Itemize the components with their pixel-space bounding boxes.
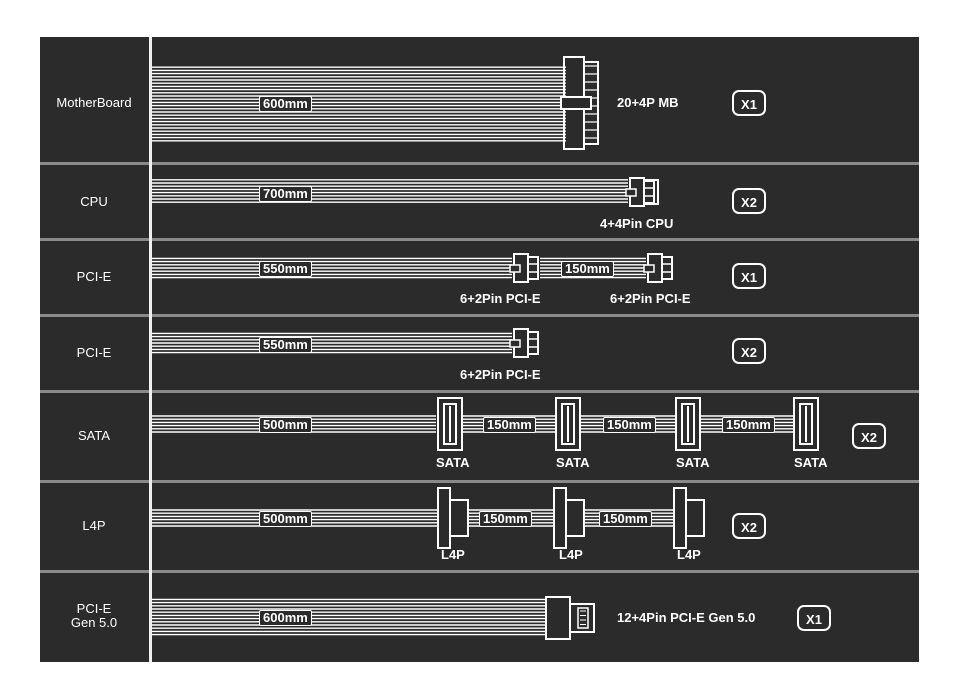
segment-length-sata-1: 150mm [483,417,536,433]
segment-length-sata-3: 150mm [722,417,775,433]
connector-label-cpu: 4+4Pin CPU [600,216,674,231]
pcie-connector-1b-pins [661,256,673,280]
segment-length-l4p-1: 150mm [479,511,532,527]
label-column-divider [149,37,152,662]
cable-length-cpu: 700mm [259,186,312,202]
row-label-motherboard: MotherBoard [56,95,132,110]
connector-label-sata-3: SATA [676,455,710,470]
row-divider [40,480,919,483]
connector-label-pcie-2: 6+2Pin PCI-E [460,367,541,382]
pcie-connector-1b-latch [643,264,655,273]
row-label-sata: SATA [77,428,111,443]
connector-label-pcie-gen5: 12+4Pin PCI-E Gen 5.0 [617,610,756,625]
cable-length-l4p: 500mm [259,511,312,527]
connector-label-l4p-2: L4P [559,547,583,562]
sata-connector-2-housing [555,397,581,451]
connector-label-pcie-1a: 6+2Pin PCI-E [460,291,541,306]
connector-label-mb: 20+4P MB [617,95,679,110]
l4p-connector-3-body [685,499,705,537]
segment-length-sata-2: 150mm [603,417,656,433]
connector-label-sata-2: SATA [556,455,590,470]
row-divider [40,390,919,393]
row-label-pcie-gen5-line2: Gen 5.0 [70,615,118,630]
sata-connector-2-slot [561,403,575,445]
qty-badge-l4p: X2 [732,513,766,539]
sata-connector-1-housing [437,397,463,451]
qty-badge-cpu: X2 [732,188,766,214]
row-label-pcie-2: PCI-E [76,345,112,360]
cable-length-pcie-2: 550mm [259,337,312,353]
connector-label-l4p-3: L4P [677,547,701,562]
qty-badge-pcie-gen5: X1 [797,605,831,631]
connector-label-l4p-1: L4P [441,547,465,562]
sata-connector-3-slot [681,403,695,445]
row-divider [40,570,919,573]
connector-label-sata-1: SATA [436,455,470,470]
l4p-connector-1-body [449,499,469,537]
segment-length-pcie-1: 150mm [561,261,614,277]
l4p-connector-2-body [565,499,585,537]
row-label-pcie-1: PCI-E [76,269,112,284]
cable-length-pcie-1: 550mm [259,261,312,277]
sata-connector-4-housing [793,397,819,451]
row-label-l4p: L4P [82,518,106,533]
mb-latch [560,96,592,110]
row-divider [40,162,919,165]
sata-connector-1-slot [443,403,457,445]
sata-connector-4-slot [799,403,813,445]
cpu-connector-latch [625,188,637,197]
row-label-pcie-gen5-line1: PCI-E [76,601,112,616]
pcie-connector-2-latch [509,339,521,348]
qty-badge-pcie-2: X2 [732,338,766,364]
qty-badge-pcie-1: X1 [732,263,766,289]
cable-length-sata: 500mm [259,417,312,433]
gen5-connector-sense [577,607,589,629]
pcie-connector-2-pins [527,331,539,355]
pcie-connector-1a-latch [509,264,521,273]
pcie-connector-1a-pins [527,256,539,280]
connector-label-sata-4: SATA [794,455,828,470]
row-divider [40,238,919,241]
segment-length-l4p-2: 150mm [599,511,652,527]
connector-label-pcie-1b: 6+2Pin PCI-E [610,291,691,306]
qty-badge-motherboard: X1 [732,90,766,116]
cpu-connector-ext [643,179,659,205]
row-divider [40,314,919,317]
row-label-cpu: CPU [80,194,108,209]
cable-length-motherboard: 600mm [259,96,312,112]
gen5-connector-head [569,603,595,633]
sata-connector-3-housing [675,397,701,451]
cable-length-pcie-gen5: 600mm [259,610,312,626]
qty-badge-sata: X2 [852,423,886,449]
